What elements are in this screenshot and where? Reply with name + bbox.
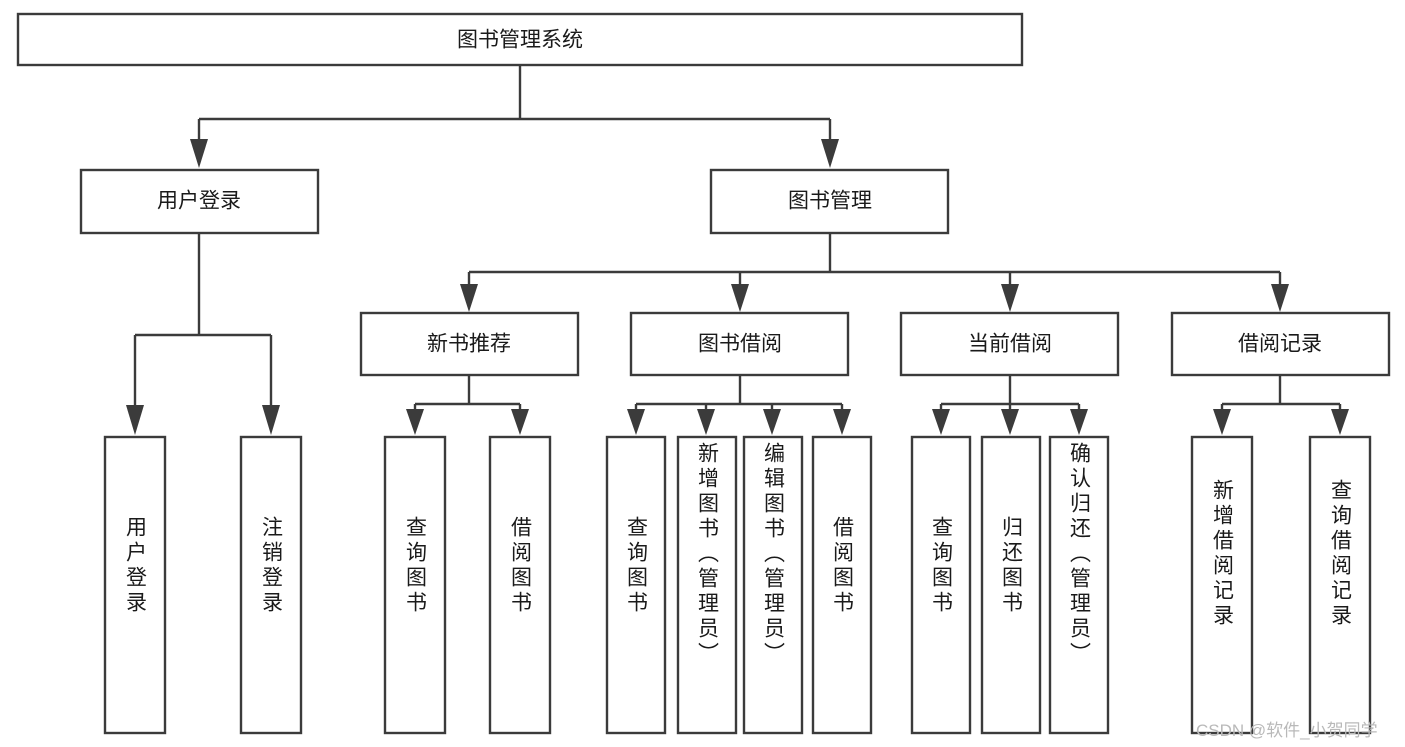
node-book-management-box[interactable] bbox=[709, 168, 950, 235]
leaf-box-book-borrow-0[interactable] bbox=[605, 435, 667, 735]
arrow-head-leaf-current-borrow-2 bbox=[1070, 409, 1088, 435]
node-book-management[interactable]: 图书管理 bbox=[709, 168, 950, 235]
arrow-head-leaf-user-login-0 bbox=[126, 405, 144, 435]
arrow-head-leaf-borrow-record-1 bbox=[1331, 409, 1349, 435]
node-root-label: 图书管理系统 bbox=[457, 29, 583, 52]
node-borrow-record-box[interactable] bbox=[1170, 311, 1391, 377]
arrow-head-leaf-user-login-1 bbox=[262, 405, 280, 435]
leaf-box-current-borrow-1[interactable] bbox=[980, 435, 1042, 735]
node-current-borrow-box[interactable] bbox=[899, 311, 1120, 377]
node-new-book-recommend-box[interactable] bbox=[359, 311, 580, 377]
leaf-box-current-borrow-2[interactable] bbox=[1048, 435, 1110, 735]
arrow-head-leaf-book-borrow-0 bbox=[627, 409, 645, 435]
arrow-head-leaf-borrow-record-0 bbox=[1213, 409, 1231, 435]
arrow-head-current-borrow bbox=[1001, 284, 1019, 312]
leaf-box-new-book-1[interactable] bbox=[488, 435, 552, 735]
node-book-borrow-label: 图书借阅 bbox=[698, 333, 782, 356]
node-user-login-box[interactable] bbox=[79, 168, 320, 235]
arrow-head-leaf-book-borrow-2 bbox=[763, 409, 781, 435]
node-user-login-label: 用户登录 bbox=[157, 190, 241, 213]
leaf-box-borrow-record-0[interactable] bbox=[1190, 435, 1254, 735]
csdn-watermark: CSDN @软件_小贺同学 bbox=[1196, 721, 1378, 740]
arrow-head-leaf-new-book-1 bbox=[511, 409, 529, 435]
arrow-head-book-borrow bbox=[731, 284, 749, 312]
node-root[interactable]: 图书管理系统 bbox=[16, 12, 1024, 67]
leaf-box-borrow-record-1[interactable] bbox=[1308, 435, 1372, 735]
connector-group bbox=[126, 65, 1349, 435]
node-new-book-recommend-label: 新书推荐 bbox=[427, 333, 511, 356]
arrow-head-book-mgmt bbox=[821, 139, 839, 168]
leaf-box-book-borrow-2[interactable] bbox=[742, 435, 804, 735]
leaf-box-user-login-1[interactable] bbox=[239, 435, 303, 735]
arrow-head-new-book bbox=[460, 284, 478, 312]
leaf-box-book-borrow-1[interactable] bbox=[676, 435, 738, 735]
leaf-box-user-login-0[interactable] bbox=[103, 435, 167, 735]
leaf-box-group bbox=[103, 435, 1372, 735]
arrow-head-user-login bbox=[190, 139, 208, 168]
node-user-login[interactable]: 用户登录 bbox=[79, 168, 320, 235]
arrow-head-leaf-new-book-0 bbox=[406, 409, 424, 435]
arrow-head-leaf-book-borrow-1 bbox=[697, 409, 715, 435]
leaf-box-book-borrow-3[interactable] bbox=[811, 435, 873, 735]
node-borrow-record-label: 借阅记录 bbox=[1238, 333, 1322, 356]
leaf-box-new-book-0[interactable] bbox=[383, 435, 447, 735]
leaf-box-current-borrow-0[interactable] bbox=[910, 435, 972, 735]
arrow-head-leaf-current-borrow-1 bbox=[1001, 409, 1019, 435]
node-new-book-recommend[interactable]: 新书推荐 bbox=[359, 311, 580, 377]
node-book-borrow-box[interactable] bbox=[629, 311, 850, 377]
node-current-borrow-label: 当前借阅 bbox=[968, 333, 1052, 356]
node-book-management-label: 图书管理 bbox=[788, 190, 872, 213]
node-root-box[interactable] bbox=[16, 12, 1024, 67]
node-book-borrow[interactable]: 图书借阅 bbox=[629, 311, 850, 377]
arrow-head-borrow-record bbox=[1271, 284, 1289, 312]
node-borrow-record[interactable]: 借阅记录 bbox=[1170, 311, 1391, 377]
node-current-borrow[interactable]: 当前借阅 bbox=[899, 311, 1120, 377]
arrow-head-leaf-current-borrow-0 bbox=[932, 409, 950, 435]
arrow-head-leaf-book-borrow-3 bbox=[833, 409, 851, 435]
